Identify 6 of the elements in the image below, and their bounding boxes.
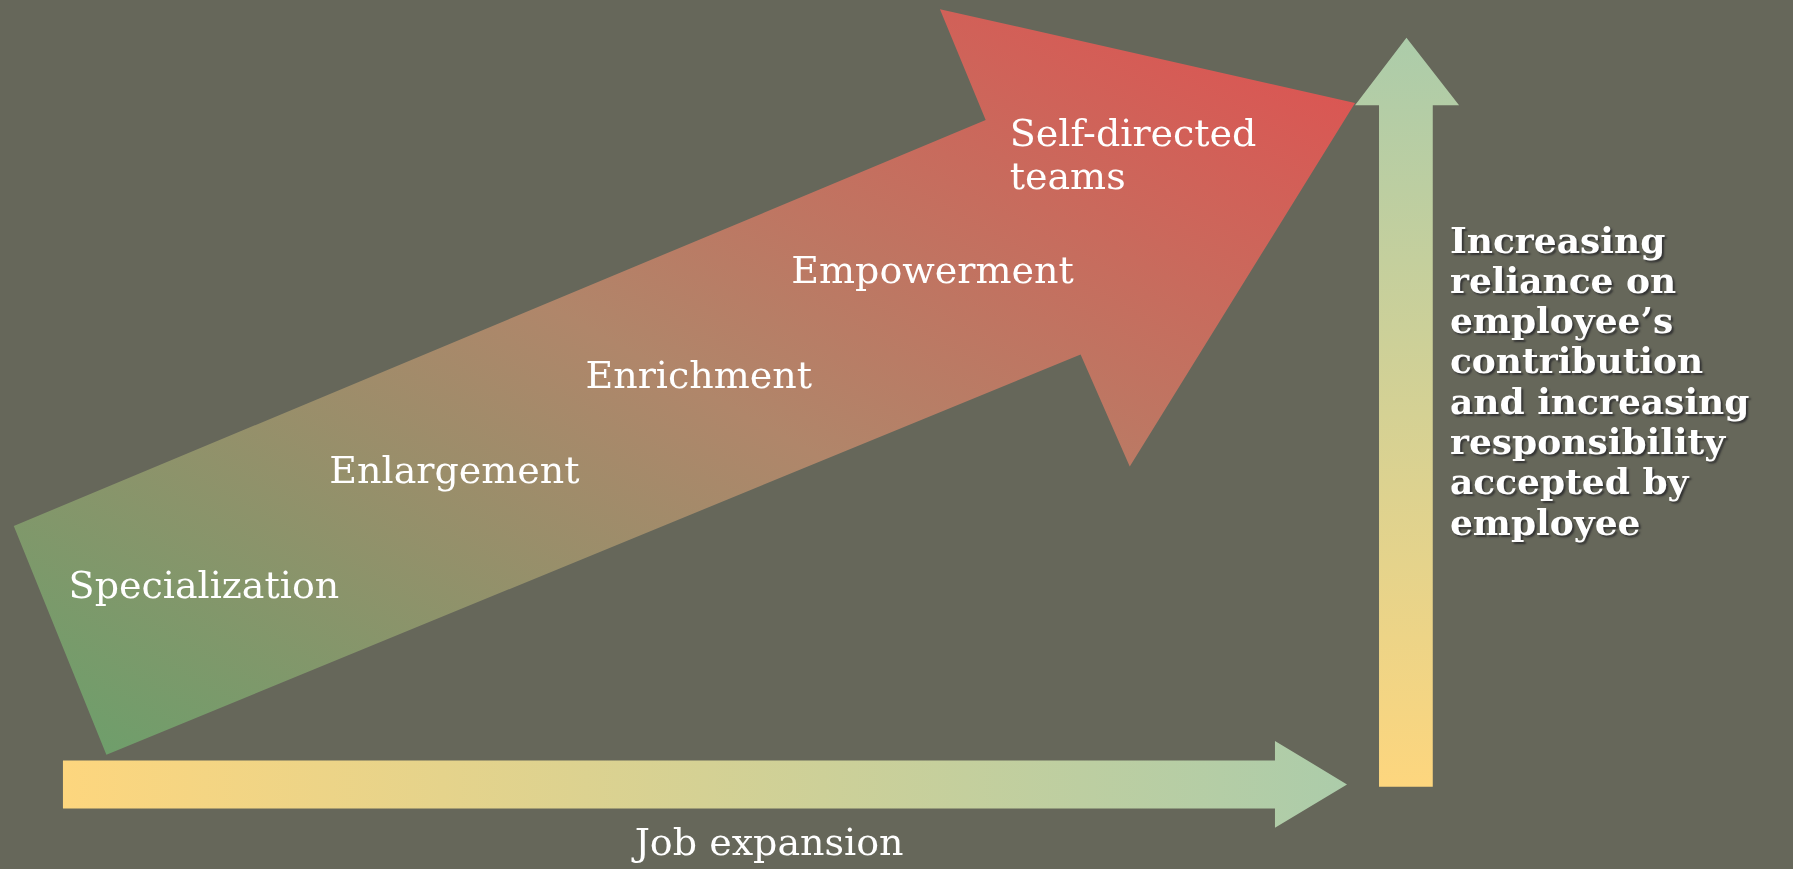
- stage-label: Specialization: [68, 563, 341, 607]
- stage-label: Self-directed teams: [1009, 112, 1258, 198]
- stage-label: Enlargement: [329, 449, 581, 492]
- stage-label: Enrichment: [585, 354, 814, 397]
- stage-label: Empowerment: [791, 249, 1075, 292]
- axis-caption: Increasing reliance on employee’s contribution and increasing responsibility accepted by employee: [1449, 219, 1751, 543]
